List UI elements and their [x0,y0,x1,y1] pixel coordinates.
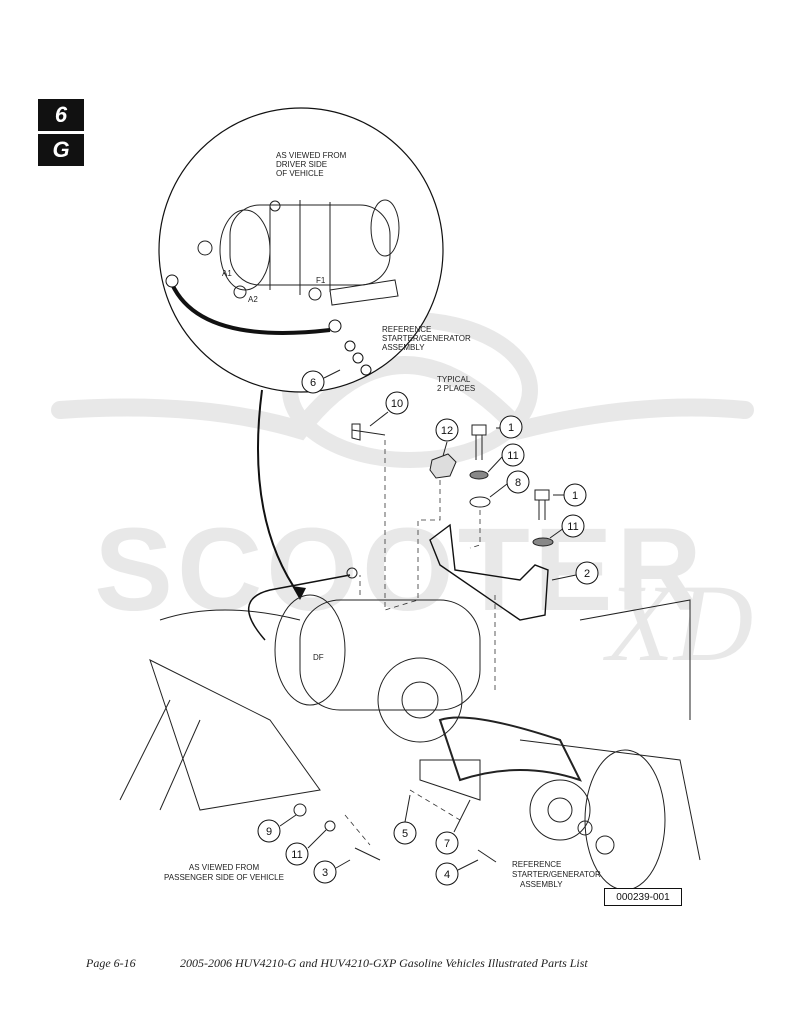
reference-code: 000239-001 [604,888,682,906]
terminal-df-label: DF [313,653,324,662]
svg-text:11: 11 [507,450,518,462]
callout-11a: 11 [487,443,525,473]
detail-arrow [257,389,301,597]
main-ref-3: ASSEMBLY [520,880,563,889]
main-caption-1: AS VIEWED FROM [189,863,260,872]
detail-caption-1: AS VIEWED FROM [276,151,347,160]
typical-note-1: TYPICAL [437,375,471,384]
detail-cable [170,283,331,335]
callouts: 1 1 2 3 4 5 6 7 8 9 10 11 11 11 12 [257,369,599,886]
callout-1a: 1 [496,415,523,439]
detail-view: AS VIEWED FROM DRIVER SIDE OF VEHICLE A1… [158,107,471,393]
typical-note-2: 2 PLACES [437,384,475,393]
callout-1b: 1 [553,483,587,507]
main-assembly-drawing [119,567,701,891]
callout-2: 2 [551,561,599,585]
svg-text:1: 1 [572,490,578,502]
detail-caption-3: OF VEHICLE [276,169,324,178]
detail-ref-3: ASSEMBLY [382,343,425,352]
section-number-tab: 6 [38,99,84,131]
callout-6: 6 [301,369,341,394]
svg-text:1: 1 [508,422,514,434]
svg-text:3: 3 [322,867,328,879]
footer-document-title: 2005-2006 HUV4210-G and HUV4210-GXP Gaso… [180,956,588,970]
hardware-parts [351,423,554,621]
detail-ref-2: STARTER/GENERATOR [382,334,471,343]
watermark-text: SCOOTER [94,504,706,636]
callout-4: 4 [435,859,479,886]
terminal-f1-label: F1 [316,276,326,285]
main-ref-1: REFERENCE [512,860,561,869]
leader-lines [344,440,496,846]
svg-text:8: 8 [515,477,521,489]
svg-text:6: 6 [310,377,316,389]
footer-page-number: Page 6-16 [86,956,136,970]
svg-text:7: 7 [444,838,450,850]
detail-motor-drawing [197,199,400,306]
callout-5: 5 [393,794,417,845]
detail-caption-2: DRIVER SIDE [276,160,327,169]
callout-7: 7 [435,799,471,855]
svg-text:2: 2 [584,568,590,580]
detail-ref-1: REFERENCE [382,325,431,334]
callout-12: 12 [435,418,459,457]
main-caption-2: PASSENGER SIDE OF VEHICLE [164,873,284,882]
svg-text:11: 11 [567,521,578,533]
callout-11c: 11 [285,829,327,866]
watermark-script: XD [603,562,754,684]
section-letter-tab: G [38,134,84,166]
callout-8: 8 [489,470,530,498]
svg-text:4: 4 [444,869,450,881]
svg-text:9: 9 [266,826,272,838]
terminal-a1-label: A1 [222,269,232,278]
callout-3: 3 [313,859,351,884]
svg-text:5: 5 [402,828,408,840]
callout-9: 9 [257,814,297,843]
svg-text:11: 11 [291,849,302,861]
svg-text:12: 12 [441,425,453,437]
callout-10: 10 [369,391,409,427]
svg-text:10: 10 [391,398,403,410]
main-ref-2: STARTER/GENERATOR [512,870,601,879]
callout-11b: 11 [549,514,585,539]
watermark: SCOOTER XD [51,312,754,684]
terminal-a2-label: A2 [248,295,258,304]
